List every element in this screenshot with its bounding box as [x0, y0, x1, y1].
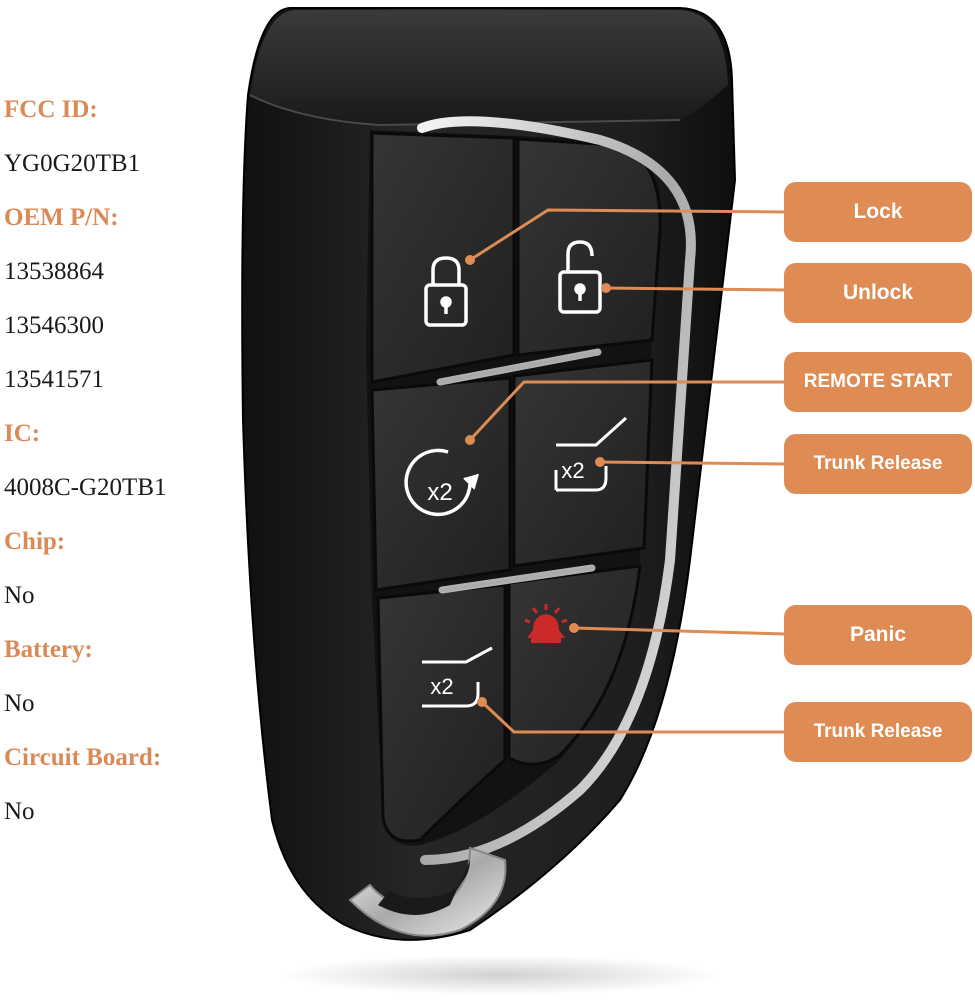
- lock-icon: [424, 256, 468, 327]
- oem-pn-value-1: 13538864: [4, 258, 104, 285]
- trunk-release-icon-2: x2: [422, 646, 493, 708]
- remote-start-button[interactable]: [370, 376, 512, 592]
- trunk-release-icon-1: x2: [554, 416, 628, 492]
- ic-label: IC:: [4, 420, 41, 447]
- ic-value: 4008C-G20TB1: [4, 474, 167, 501]
- key-loop-hole: [378, 860, 470, 915]
- chrome-separator-lower: [438, 564, 596, 594]
- panic-icon: [524, 604, 568, 643]
- battery-value: No: [4, 690, 35, 717]
- remote-start-icon: x2: [404, 448, 479, 517]
- circuit-board-value: No: [4, 798, 35, 825]
- fob-top-cap: [250, 10, 728, 125]
- callout-lock: Lock: [784, 182, 972, 242]
- trunk-release-button-1[interactable]: [512, 358, 654, 568]
- chip-label: Chip:: [4, 528, 66, 555]
- fcc-id-label: FCC ID:: [4, 96, 98, 123]
- callout-trunk-release-1: Trunk Release: [784, 434, 972, 494]
- fob-shadow: [280, 955, 720, 995]
- trunk-release-button-2[interactable]: [376, 583, 507, 843]
- callout-remote-start: REMOTE START: [784, 352, 972, 412]
- remote-start-x2-text: x2: [427, 479, 452, 506]
- cap-seam: [249, 94, 681, 127]
- oem-pn-value-2: 13546300: [4, 312, 104, 339]
- callout-panic: Panic: [784, 605, 972, 665]
- chrome-separator-upper: [436, 348, 602, 386]
- oem-pn-label: OEM P/N:: [4, 204, 119, 231]
- callout-unlock: Unlock: [784, 263, 972, 323]
- unlock-icon: [558, 240, 602, 314]
- fcc-id-value: YG0G20TB1: [4, 150, 141, 177]
- circuit-board-label: Circuit Board:: [4, 744, 162, 771]
- callout-trunk-release-2: Trunk Release: [784, 702, 972, 762]
- callout-leaders: [468, 208, 787, 734]
- chip-value: No: [4, 582, 35, 609]
- spec-list: FCC ID: YG0G20TB1 OEM P/N: 13538864 1354…: [0, 0, 240, 1000]
- chrome-trim: [417, 116, 696, 865]
- trunk-release-x2-text-1: x2: [561, 458, 584, 483]
- battery-label: Battery:: [4, 636, 93, 663]
- trunk-release-x2-text-2: x2: [430, 674, 453, 699]
- callout-dots: [465, 255, 611, 707]
- oem-pn-value-3: 13541571: [4, 366, 104, 393]
